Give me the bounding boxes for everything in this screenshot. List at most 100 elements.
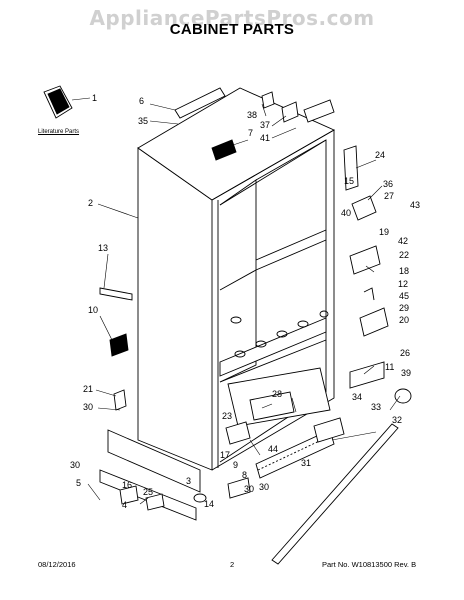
- callout-22: 22: [399, 250, 409, 260]
- callout-8: 8: [242, 470, 247, 480]
- callout-6: 6: [139, 96, 144, 106]
- leader-lines: [71, 97, 401, 505]
- leader-line: [87, 483, 101, 501]
- footer-date: 08/12/2016: [38, 560, 76, 569]
- callout-37: 37: [260, 120, 270, 130]
- switch-block: [109, 333, 129, 357]
- hinge-bracket: [351, 195, 377, 221]
- hinge-assembly: [349, 245, 381, 275]
- callout-42: 42: [398, 236, 408, 246]
- hole: [297, 320, 309, 328]
- roller-foot: [145, 493, 165, 511]
- top-bracket: [174, 87, 226, 119]
- leader-line: [95, 389, 117, 397]
- callout-9: 9: [233, 460, 238, 470]
- callout-16: 16: [122, 480, 132, 490]
- callout-1: 1: [92, 93, 97, 103]
- leader-line: [363, 365, 375, 375]
- callout-30: 30: [244, 484, 254, 494]
- callout-14: 14: [204, 499, 214, 509]
- cabinet-left-side: [137, 147, 213, 471]
- cabinet-lower-line: [219, 339, 327, 383]
- callout-43: 43: [410, 200, 420, 210]
- leader-line: [249, 439, 261, 456]
- cabinet-interior-shelf-line: [255, 229, 327, 261]
- cabinet-drawing: [43, 85, 412, 565]
- leader-line: [71, 97, 91, 101]
- roller-wheel: [394, 388, 412, 404]
- leveling-rail: [99, 469, 197, 521]
- callout-17: 17: [220, 450, 230, 460]
- pin-clip: [363, 287, 375, 301]
- roller-housing: [349, 361, 385, 389]
- lower-hinge: [359, 307, 389, 337]
- cabinet-mullion: [219, 317, 327, 377]
- callout-31: 31: [301, 458, 311, 468]
- callout-32: 32: [392, 415, 402, 425]
- callout-2: 2: [88, 198, 93, 208]
- cover-plate: [225, 421, 251, 445]
- leader-line: [149, 103, 176, 111]
- callout-26: 26: [400, 348, 410, 358]
- callout-7: 7: [248, 128, 253, 138]
- hinge-cover: [343, 145, 359, 191]
- leader-line: [271, 115, 287, 127]
- leader-line: [367, 185, 383, 201]
- tube-assembly: [99, 287, 133, 301]
- kick-plate: [271, 423, 399, 565]
- top-wire-clip: [211, 139, 237, 161]
- base-rail: [107, 429, 201, 493]
- callout-5: 5: [76, 478, 81, 488]
- cabinet-interior-top: [255, 139, 327, 181]
- callout-45: 45: [399, 291, 409, 301]
- callout-3: 3: [186, 476, 191, 486]
- leader-line: [99, 315, 113, 341]
- toe-grille: [255, 429, 335, 479]
- grille-slots: [257, 435, 331, 471]
- callout-12: 12: [398, 279, 408, 289]
- callout-15: 15: [344, 176, 354, 186]
- leader-line: [271, 127, 297, 139]
- callout-30: 30: [83, 402, 93, 412]
- front-foot: [227, 477, 251, 499]
- callout-44: 44: [268, 444, 278, 454]
- literature-booklet-cover: [47, 88, 70, 115]
- literature-parts-label: Literature Parts: [38, 129, 80, 135]
- leveling-wheel: [193, 493, 207, 503]
- leader-line: [149, 120, 179, 125]
- leader-line: [97, 203, 139, 219]
- callout-21: 21: [83, 384, 93, 394]
- leader-line: [97, 407, 121, 411]
- leader-line: [331, 431, 377, 441]
- callout-29: 29: [399, 303, 409, 313]
- callout-24: 24: [375, 150, 385, 160]
- grille-clip: [313, 417, 345, 443]
- hole: [255, 340, 267, 348]
- leader-line: [139, 497, 149, 505]
- leader-line: [223, 139, 249, 149]
- leader-line: [261, 103, 267, 117]
- hole: [319, 310, 329, 318]
- callout-11: 11: [385, 362, 394, 372]
- callout-35: 35: [138, 116, 148, 126]
- footer-part-number: Part No. W10813500 Rev. B: [322, 560, 417, 569]
- leader-line: [103, 253, 109, 289]
- callout-34: 34: [352, 392, 362, 402]
- bracket-small: [113, 389, 127, 411]
- callout-30: 30: [259, 482, 269, 492]
- hole: [234, 350, 246, 358]
- cabinet-front-frame: [211, 129, 335, 471]
- callout-40: 40: [341, 208, 351, 218]
- callout-30: 30: [70, 460, 80, 470]
- watermark: AppliancePartsPros.com: [89, 6, 375, 30]
- callout-20: 20: [399, 315, 409, 325]
- cabinet-interior-back-line: [219, 239, 327, 291]
- callout-36: 36: [383, 179, 393, 189]
- leveler-foot: [119, 485, 139, 505]
- top-hinge-block: [261, 91, 275, 109]
- callout-19: 19: [379, 227, 389, 237]
- callout-38: 38: [247, 110, 257, 120]
- callout-10: 10: [88, 305, 98, 315]
- callout-33: 33: [371, 402, 381, 412]
